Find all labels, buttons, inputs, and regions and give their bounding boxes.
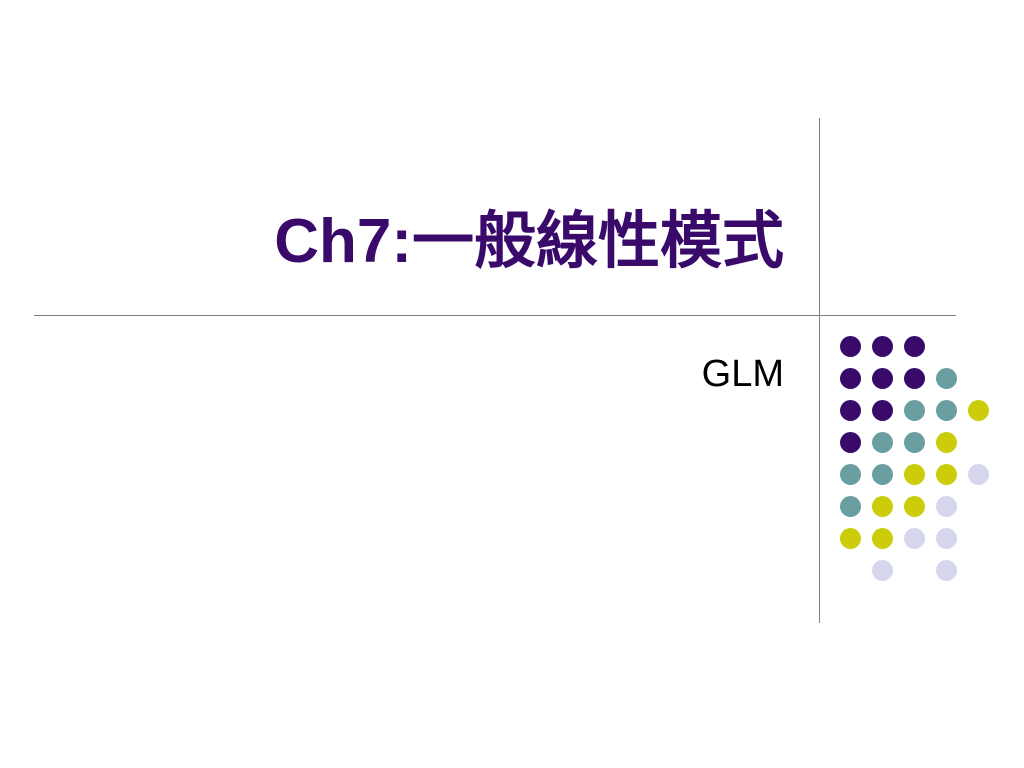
decorative-dot: [872, 432, 893, 453]
decorative-dot: [872, 336, 893, 357]
decorative-dot: [840, 368, 861, 389]
vertical-divider: [819, 118, 820, 623]
decorative-dot: [904, 432, 925, 453]
decorative-dot: [904, 496, 925, 517]
decorative-dot: [840, 400, 861, 421]
decorative-dot: [936, 528, 957, 549]
slide-subtitle: GLM: [701, 353, 784, 395]
decorative-dot: [840, 464, 861, 485]
decorative-dot: [936, 432, 957, 453]
slide-title: Ch7:一般線性模式: [274, 207, 784, 276]
decorative-dot: [872, 464, 893, 485]
decorative-dot: [904, 528, 925, 549]
decorative-dot: [840, 336, 861, 357]
decorative-dot: [872, 528, 893, 549]
decorative-dot: [872, 560, 893, 581]
decorative-dot: [840, 432, 861, 453]
decorative-dot: [840, 496, 861, 517]
decorative-dot: [968, 400, 989, 421]
decorative-dot: [936, 496, 957, 517]
decorative-dot: [872, 400, 893, 421]
decorative-dot: [904, 400, 925, 421]
decorative-dot: [904, 368, 925, 389]
decorative-dot: [904, 336, 925, 357]
decorative-dot: [968, 464, 989, 485]
decorative-dot: [872, 368, 893, 389]
decorative-dot: [936, 464, 957, 485]
decorative-dot: [936, 400, 957, 421]
decorative-dot: [872, 496, 893, 517]
horizontal-divider: [34, 315, 956, 316]
decorative-dot: [936, 368, 957, 389]
decorative-dot: [840, 528, 861, 549]
decorative-dot: [936, 560, 957, 581]
decorative-dot: [904, 464, 925, 485]
